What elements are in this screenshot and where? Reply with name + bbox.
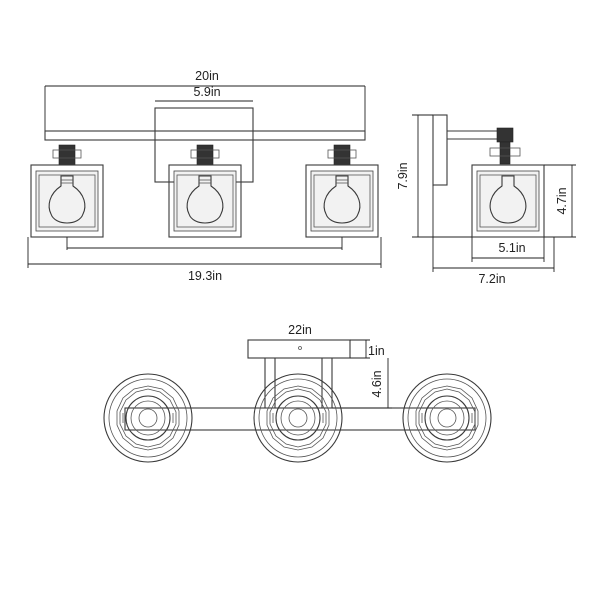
total-depth-label: 7.2in [478, 272, 505, 286]
top-shade-center [253, 373, 343, 463]
front-shade-center [168, 144, 242, 238]
backplate-width-dimension: 5.9in [155, 85, 253, 102]
front-shade-left [30, 144, 104, 238]
top-shade-left [103, 373, 193, 463]
total-height-label: 7.9in [396, 162, 410, 189]
wall-bar [44, 130, 366, 141]
arm-projection-dimension: 4.6in [332, 358, 392, 409]
top-overall-width-label: 22in [288, 323, 312, 337]
shade-depth-dimension: 5.1in [471, 237, 545, 262]
shade-depth-label: 5.1in [498, 241, 525, 255]
overall-width-label: 20in [195, 69, 219, 83]
side-wall-plate [432, 114, 448, 186]
shade-span-dimension: 19.3in [27, 237, 382, 283]
front-shade-right [305, 144, 379, 238]
shade-height-label: 4.7in [555, 187, 569, 214]
total-depth-dimension: 7.2in [432, 185, 555, 286]
side-view: 7.9in 4.7in 5.1in 7.2in [396, 114, 576, 286]
backplate-depth-dimension: 1in [350, 339, 385, 359]
top-view: 22in 1in 4.6in [103, 323, 492, 463]
side-socket-cap [496, 127, 514, 143]
total-height-dimension: 7.9in [396, 114, 472, 238]
top-shade-right [402, 373, 492, 463]
top-backplate [247, 339, 351, 359]
overall-width-dimension: 20in [44, 69, 366, 135]
front-view: 20in 5.9in [27, 69, 382, 283]
backplate-depth-label: 1in [368, 344, 385, 358]
backplate-width-label: 5.9in [193, 85, 220, 99]
shade-span-label: 19.3in [188, 269, 222, 283]
shade-height-dimension: 4.7in [544, 164, 576, 238]
arm-projection-label: 4.6in [370, 370, 384, 397]
side-shade [471, 164, 545, 238]
